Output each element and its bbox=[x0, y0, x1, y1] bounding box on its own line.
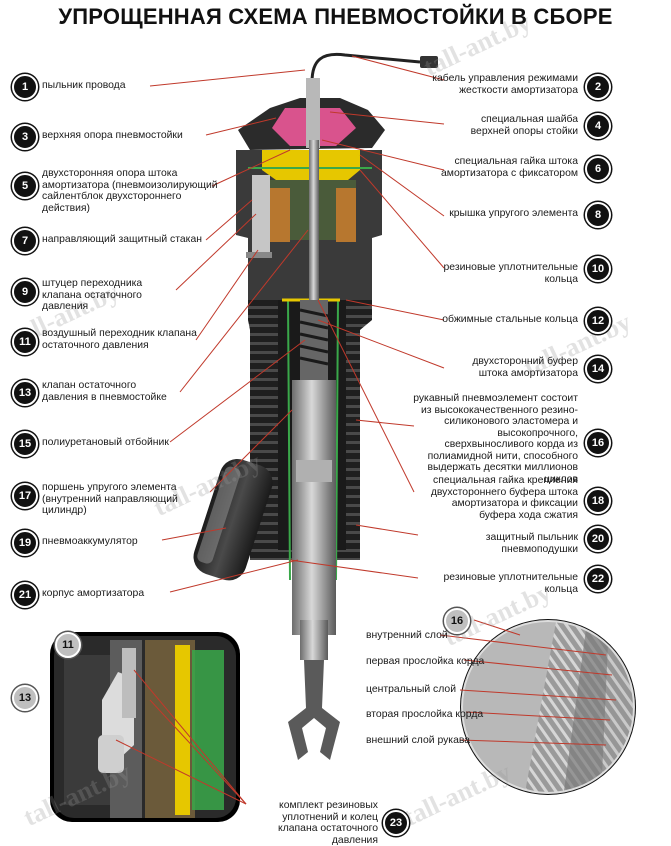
callout-badge-12: 12 bbox=[585, 308, 611, 334]
callout-badge-19: 19 bbox=[12, 530, 38, 556]
callout-badge-15: 15 bbox=[12, 431, 38, 457]
callout-badge-22: 22 bbox=[585, 566, 611, 592]
callout-label-11: воздушный переходник клапана остаточного… bbox=[42, 328, 197, 351]
callout-badge-5: 5 bbox=[12, 173, 38, 199]
leader-lines bbox=[115, 55, 445, 805]
callout-badge-10: 10 bbox=[585, 256, 611, 282]
callout-label-15: полиуретановый отбойник bbox=[42, 437, 169, 448]
callout-badge-14: 14 bbox=[585, 356, 611, 382]
callout-badge-2: 2 bbox=[585, 74, 611, 100]
callout-label-14: двухсторонний буфер штока амортизатора bbox=[472, 356, 578, 379]
layer-label-outer: внешний слой рукава bbox=[366, 735, 471, 746]
callout-label-8: крышка упругого элемента bbox=[449, 208, 578, 219]
fork bbox=[288, 660, 340, 760]
callout-badge-23: 23 bbox=[383, 810, 409, 836]
layer-label-inner: внутренний слой bbox=[366, 630, 448, 641]
callout-badge-11: 11 bbox=[12, 329, 38, 355]
accumulator bbox=[193, 458, 273, 581]
callout-badge-21: 21 bbox=[12, 582, 38, 608]
callout-label-3: верхняя опора пневмостойки bbox=[42, 130, 183, 141]
callout-badge-4: 4 bbox=[585, 113, 611, 139]
callout-label-18: специальная гайка крепления двухсторонне… bbox=[430, 475, 578, 521]
callout-label-23: комплект резиновых уплотнений и колец кл… bbox=[278, 800, 378, 846]
inset-badge-13: 13 bbox=[12, 685, 38, 711]
callout-label-22: резиновые уплотнительные кольца bbox=[443, 572, 578, 595]
callout-badge-20: 20 bbox=[585, 526, 611, 552]
callout-label-7: направляющий защитный стакан bbox=[42, 234, 202, 245]
callout-badge-17: 17 bbox=[12, 483, 38, 509]
piston-rod bbox=[309, 140, 319, 340]
callout-badge-3: 3 bbox=[12, 124, 38, 150]
inset-badge-16: 16 bbox=[444, 608, 470, 634]
shock-body bbox=[292, 380, 336, 635]
callout-label-1: пыльник провода bbox=[42, 80, 126, 91]
callout-label-6: специальная гайка штока амортизатора с ф… bbox=[441, 156, 578, 179]
control-cable bbox=[310, 52, 421, 83]
callout-label-17: поршень упругого элемента (внутренний на… bbox=[42, 482, 178, 516]
callout-badge-18: 18 bbox=[585, 488, 611, 514]
callout-label-13: клапан остаточного давления в пневмостой… bbox=[42, 380, 167, 403]
callout-label-9: штуцер переходника клапана остаточного д… bbox=[42, 278, 143, 312]
callout-badge-8: 8 bbox=[585, 202, 611, 228]
callout-badge-9: 9 bbox=[12, 279, 38, 305]
callout-label-4: специальная шайба верхней опоры стойки bbox=[470, 114, 578, 137]
callout-badge-16: 16 bbox=[585, 430, 611, 456]
layer-label-cord-1: первая прослойка корда bbox=[366, 656, 485, 667]
layer-label-cord-2: вторая прослойка корда bbox=[366, 709, 484, 720]
callout-label-21: корпус амортизатора bbox=[42, 588, 145, 599]
page-title: УПРОЩЕННАЯ СХЕМА ПНЕВМОСТОЙКИ В СБОРЕ bbox=[58, 4, 613, 29]
inset-leaders bbox=[439, 619, 617, 746]
callout-label-16: рукавный пневмоэлемент состоит из высоко… bbox=[413, 393, 578, 485]
callout-label-5: двухсторонняя опора штока амортизатора (… bbox=[42, 168, 218, 214]
cable-connector bbox=[420, 56, 438, 68]
callout-label-2: кабель управления режимами жесткости амо… bbox=[432, 73, 578, 96]
callout-badge-1: 1 bbox=[12, 74, 38, 100]
callout-badge-7: 7 bbox=[12, 228, 38, 254]
inset-badge-11: 11 bbox=[55, 632, 81, 658]
layer-label-central: центральный слой bbox=[366, 684, 456, 695]
callout-badge-6: 6 bbox=[585, 156, 611, 182]
callout-label-12: обжимные стальные кольца bbox=[442, 314, 578, 325]
callout-label-20: защитный пыльник пневмоподушки bbox=[485, 532, 578, 555]
callout-label-10: резиновые уплотнительные кольца bbox=[443, 262, 578, 285]
callout-badge-13: 13 bbox=[12, 380, 38, 406]
side-valve bbox=[252, 175, 270, 255]
callout-label-19: пневмоаккумулятор bbox=[42, 536, 138, 547]
inset-left bbox=[50, 632, 240, 822]
